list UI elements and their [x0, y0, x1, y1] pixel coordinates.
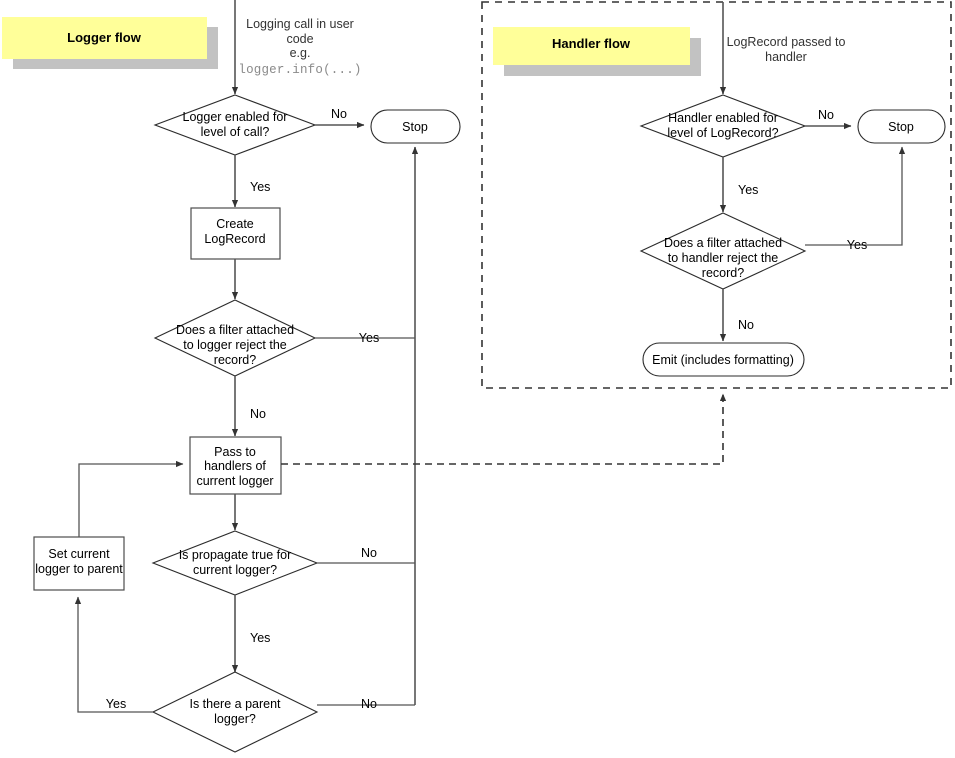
propagate-line-2: current logger?: [193, 563, 277, 577]
set-parent-line-1: Set current: [48, 547, 110, 561]
parent-logger-decision-shape: [151, 671, 319, 753]
edge-label-logger-enabled-yes: Yes: [250, 180, 270, 194]
handler-entry-line-1: LogRecord passed to: [727, 35, 846, 49]
handler-entry-annotation: LogRecord passed to handler: [727, 35, 846, 64]
parent-logger-line-1: Is there a parent: [189, 697, 281, 711]
pass-to-handlers-line-3: current logger: [196, 474, 273, 488]
edge-handler-filter-yes: [805, 146, 906, 246]
logger-enabled-decision-line-2: level of call?: [201, 125, 270, 139]
edge-label-logger-filter-no: No: [250, 407, 266, 421]
edge-label-logger-filter-yes: Yes: [359, 331, 379, 345]
pass-to-handlers-line-1: Pass to: [214, 445, 256, 459]
logger-entry-annotation: Logging call in user code e.g. logger.in…: [238, 17, 361, 77]
handler-flow-label: Handler flow: [493, 27, 701, 76]
logger-flow-label: Logger flow: [2, 17, 218, 69]
logger-entry-line-3: e.g.: [290, 46, 311, 60]
edge-label-parent-yes: Yes: [106, 697, 126, 711]
logger-flow-label-face: [2, 17, 207, 59]
stop-terminator: Stop: [370, 109, 461, 144]
handler-filter-line-2: to handler reject the: [668, 251, 779, 265]
logger-entry-code: logger.info(...): [238, 63, 361, 77]
edge-parent-yes: [74, 596, 153, 713]
handler-filter-decision: Does a filter attached to handler reject…: [639, 212, 807, 290]
propagate-line-1: Is propagate true for: [179, 548, 292, 562]
create-logrecord-process: Create LogRecord: [190, 207, 281, 260]
edge-label-handler-filter-no: No: [738, 318, 754, 332]
set-parent-process: Set current logger to parent: [33, 536, 125, 591]
emit-terminator: Emit (includes formatting): [642, 342, 805, 377]
edge-label-handler-enabled-no: No: [818, 108, 834, 122]
edge-label-handler-enabled-yes: Yes: [738, 183, 758, 197]
logger-filter-line-2: to logger reject the: [183, 338, 287, 352]
handler-stop-terminator-shape: [857, 109, 946, 144]
emit-terminator-shape: [642, 342, 805, 377]
handler-stop-terminator-label: Stop: [888, 120, 914, 134]
edge-label-handler-filter-yes: Yes: [847, 238, 867, 252]
create-logrecord-process-shape: [190, 207, 281, 260]
edge-set-parent-to-handlers: [78, 460, 184, 537]
pass-to-handlers-process: Pass to handlers of current logger: [189, 436, 282, 495]
handler-enabled-line-2: level of LogRecord?: [667, 126, 778, 140]
handler-enabled-decision: Handler enabled for level of LogRecord?: [639, 94, 807, 158]
edge-label-logger-enabled-no: No: [331, 107, 347, 121]
handler-filter-line-3: record?: [702, 266, 744, 280]
edge-label-parent-no: No: [361, 697, 377, 711]
propagate-decision: Is propagate true for current logger?: [151, 530, 319, 596]
handler-entry-line-2: handler: [765, 50, 807, 64]
logger-filter-line-1: Does a filter attached: [176, 323, 294, 337]
create-logrecord-line-2: LogRecord: [204, 232, 265, 246]
handler-flow-group-border: [481, 1, 952, 389]
parent-logger-line-2: logger?: [214, 712, 256, 726]
logger-enabled-decision-line-1: Logger enabled for: [183, 110, 288, 124]
handler-filter-line-1: Does a filter attached: [664, 236, 782, 250]
logger-entry-line-2: code: [286, 32, 313, 46]
handler-flow-label-text: Handler flow: [552, 36, 631, 51]
emit-terminator-label: Emit (includes formatting): [652, 353, 794, 367]
create-logrecord-line-1: Create: [216, 217, 254, 231]
parent-logger-decision: Is there a parent logger?: [151, 671, 319, 753]
handler-enabled-line-1: Handler enabled for: [668, 111, 778, 125]
logger-flow-label-text: Logger flow: [67, 30, 142, 45]
set-parent-line-2: logger to parent: [35, 562, 123, 576]
edge-handlers-to-handler-flow: [281, 393, 727, 465]
logger-enabled-decision: Logger enabled for level of call?: [153, 94, 317, 156]
stop-terminator-shape: [370, 109, 461, 144]
logger-filter-decision: Does a filter attached to logger reject …: [153, 299, 317, 377]
stop-terminator-label: Stop: [402, 120, 428, 134]
logger-entry-line-1: Logging call in user: [246, 17, 354, 31]
edge-label-propagate-yes: Yes: [250, 631, 270, 645]
set-parent-shape: [33, 536, 125, 591]
pass-to-handlers-shape: [189, 436, 282, 495]
handler-stop-terminator: Stop: [857, 109, 946, 144]
logger-filter-line-3: record?: [214, 353, 256, 367]
edge-label-propagate-no: No: [361, 546, 377, 560]
pass-to-handlers-line-2: handlers of: [204, 459, 266, 473]
handler-flow-label-face: [493, 27, 690, 65]
